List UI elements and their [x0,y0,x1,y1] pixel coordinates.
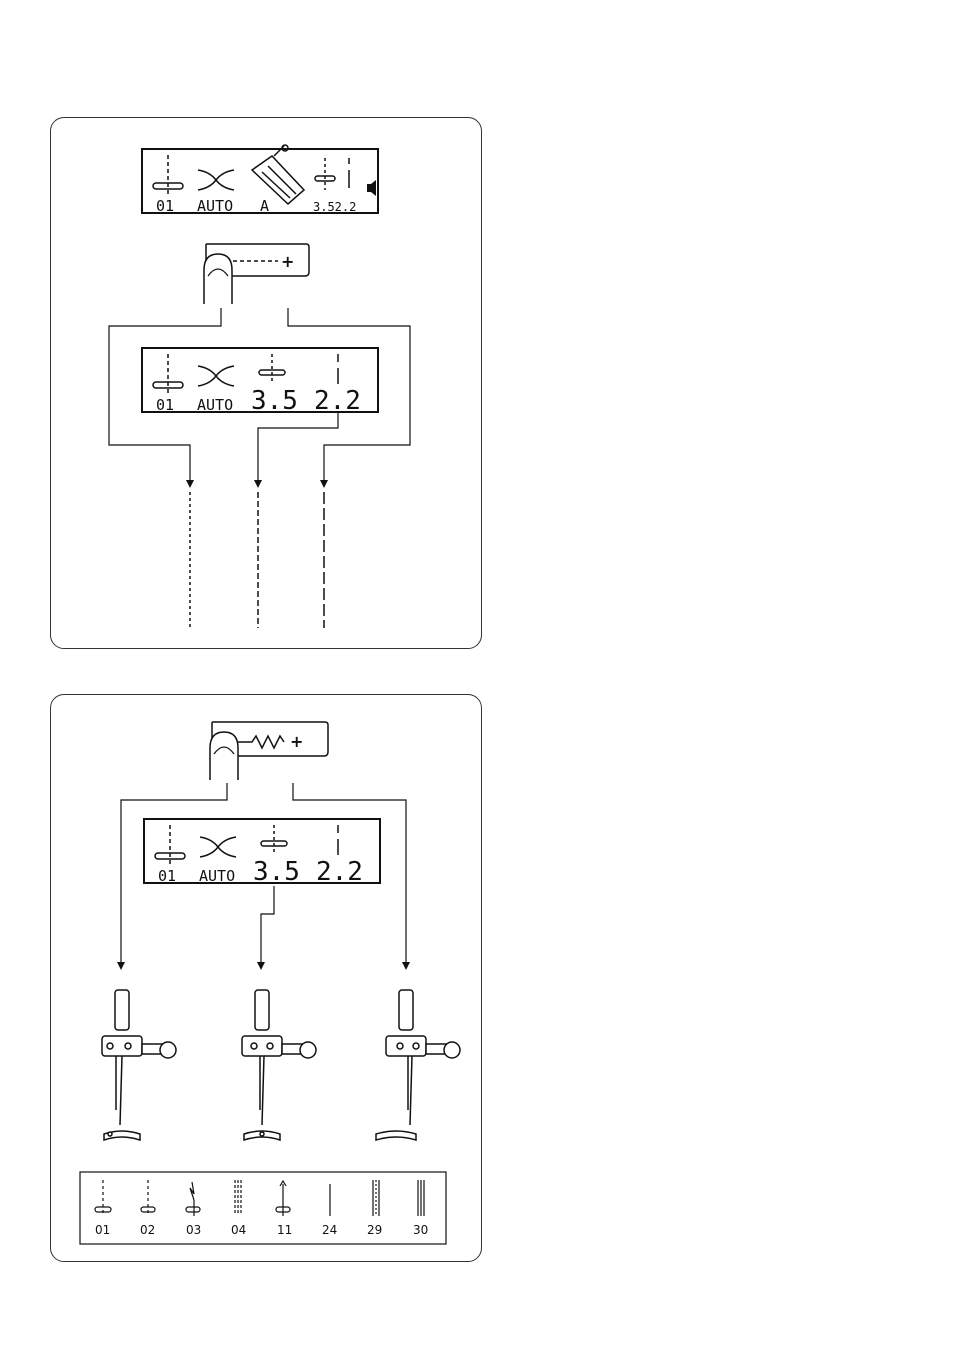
stitch-samples [190,492,324,628]
lcd2-width: 3.5 [251,386,298,416]
legend-label: 11 [277,1223,292,1237]
needle-bar-icon [242,990,316,1140]
stitch-pattern-legend: 01 02 03 04 11 24 29 30 [80,1172,446,1244]
lcd1-tension: AUTO [197,197,233,215]
needle-bar-icon [376,990,460,1140]
finger-icon [210,732,238,780]
lcd1-values: 3.52.2 [313,200,356,214]
legend-label: 24 [322,1223,337,1237]
legend-label: 04 [231,1223,246,1237]
lcd3-tension: AUTO [199,867,235,885]
legend-label: 30 [413,1223,428,1237]
arrowheads-top [186,480,328,488]
lcd-display-1: 01 AUTO A 3.52.2 [142,145,378,215]
lcd2-pattern: 01 [156,396,174,414]
stitch-length-plus: + [281,252,294,271]
legend-label: 01 [95,1223,110,1237]
lcd1-foot: A [260,197,269,215]
lcd3-pattern: 01 [158,867,176,885]
finger-icon [204,254,232,304]
lcd3-length: 2.2 [316,857,363,887]
lcd3-width: 3.5 [253,857,300,887]
arrowheads-bottom [117,962,410,970]
needle-bar-icon [102,990,176,1140]
lcd1-pattern: 01 [156,197,174,215]
lcd2-length: 2.2 [314,386,361,416]
lcd-display-3: 01 AUTO 3.5 2.2 [144,819,380,887]
lcd-display-2: 01 AUTO 3.5 2.2 [142,348,378,416]
lcd2-tension: AUTO [197,396,233,414]
needle-position-plus: + [290,732,303,751]
legend-label: 29 [367,1223,382,1237]
legend-label: 03 [186,1223,201,1237]
legend-label: 02 [140,1223,155,1237]
